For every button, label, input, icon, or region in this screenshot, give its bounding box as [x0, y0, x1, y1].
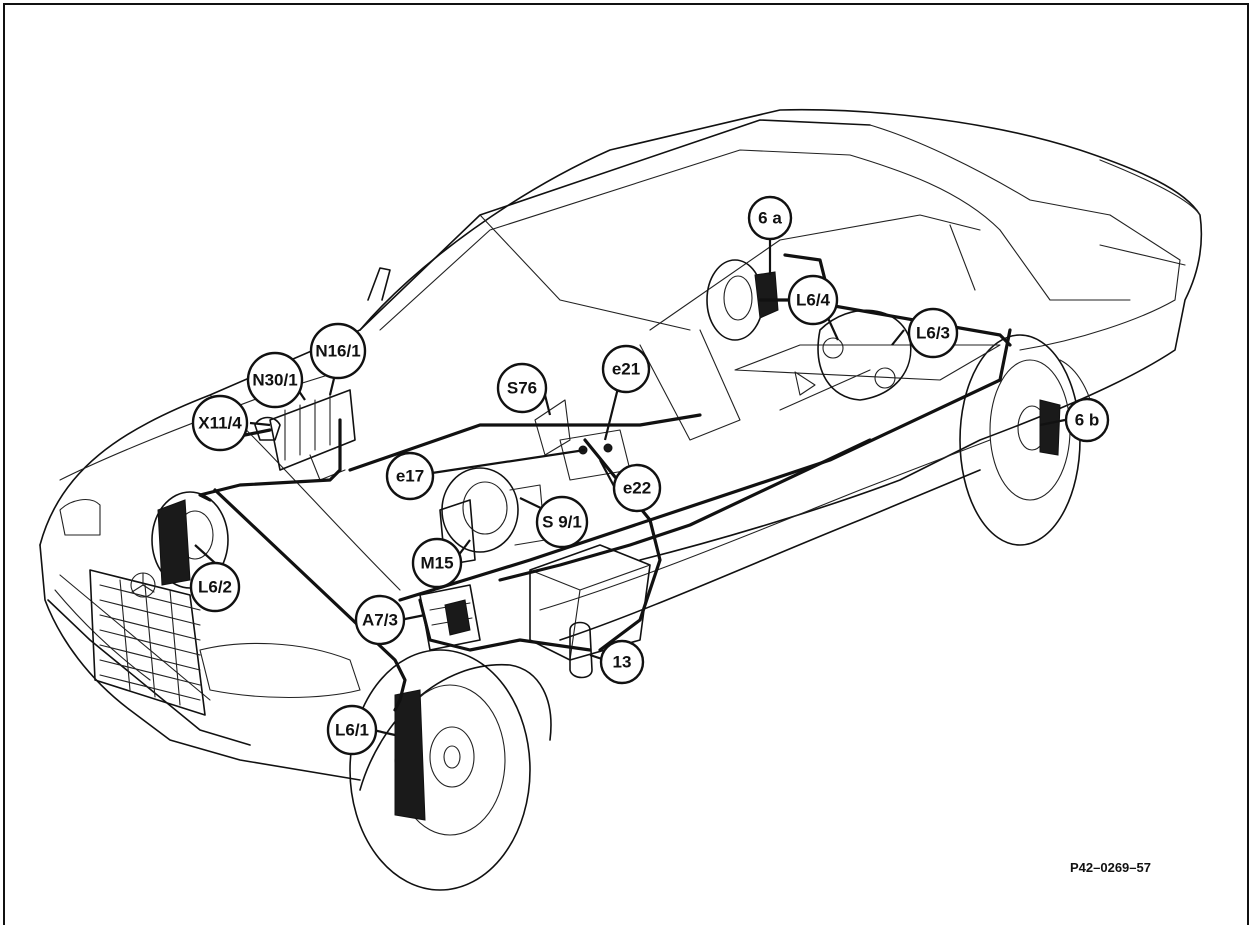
callout-m15: M15	[411, 537, 463, 589]
callout-label: e21	[612, 360, 640, 379]
callout-label: e22	[623, 479, 651, 498]
callout-n30-1: N30/1	[246, 351, 304, 409]
callout-a7-3: A7/3	[354, 594, 406, 646]
callout-s76: S76	[496, 362, 548, 414]
callout-label: M15	[420, 554, 453, 573]
callout-label: 6 a	[758, 209, 782, 228]
callout-6a: 6 a	[747, 195, 793, 241]
wiring-lines	[198, 253, 1012, 712]
callout-label: L6/3	[916, 324, 950, 343]
callout-l6-2: L6/2	[189, 561, 241, 613]
callout-label: L6/4	[796, 291, 831, 310]
callout-label: S 9/1	[542, 513, 582, 532]
callout-n16-1: N16/1	[309, 322, 367, 380]
callout-label: L6/2	[198, 578, 232, 597]
callout-s9-1: S 9/1	[535, 495, 589, 549]
components-illustration	[151, 259, 912, 679]
callout-e22: e22	[612, 463, 662, 513]
callout-label: 6 b	[1075, 411, 1100, 430]
callout-label: N16/1	[315, 342, 360, 361]
callout-label: N30/1	[252, 371, 297, 390]
callout-label: S76	[507, 379, 537, 398]
callout-e17: e17	[385, 451, 435, 501]
callout-label: L6/1	[335, 721, 369, 740]
callout-label: 13	[613, 653, 632, 672]
callout-label: e17	[396, 467, 424, 486]
callout-l6-4: L6/4	[787, 274, 839, 326]
callout-l6-1: L6/1	[326, 704, 378, 756]
callout-l6-3: L6/3	[907, 307, 959, 359]
page-border	[3, 3, 1249, 925]
callout-e21: e21	[601, 344, 651, 394]
callout-x11-4: X11/4	[191, 394, 249, 452]
callout-label: A7/3	[362, 611, 398, 630]
callout-13: 13	[599, 639, 645, 685]
callouts: 6 a 6 b L6/4 L6/3 N30/1 N16/1 S76 e21 X1…	[189, 195, 1110, 756]
callout-label: X11/4	[198, 414, 242, 433]
callout-6b: 6 b	[1064, 397, 1110, 443]
reference-code: P42–0269–57	[1070, 860, 1151, 875]
